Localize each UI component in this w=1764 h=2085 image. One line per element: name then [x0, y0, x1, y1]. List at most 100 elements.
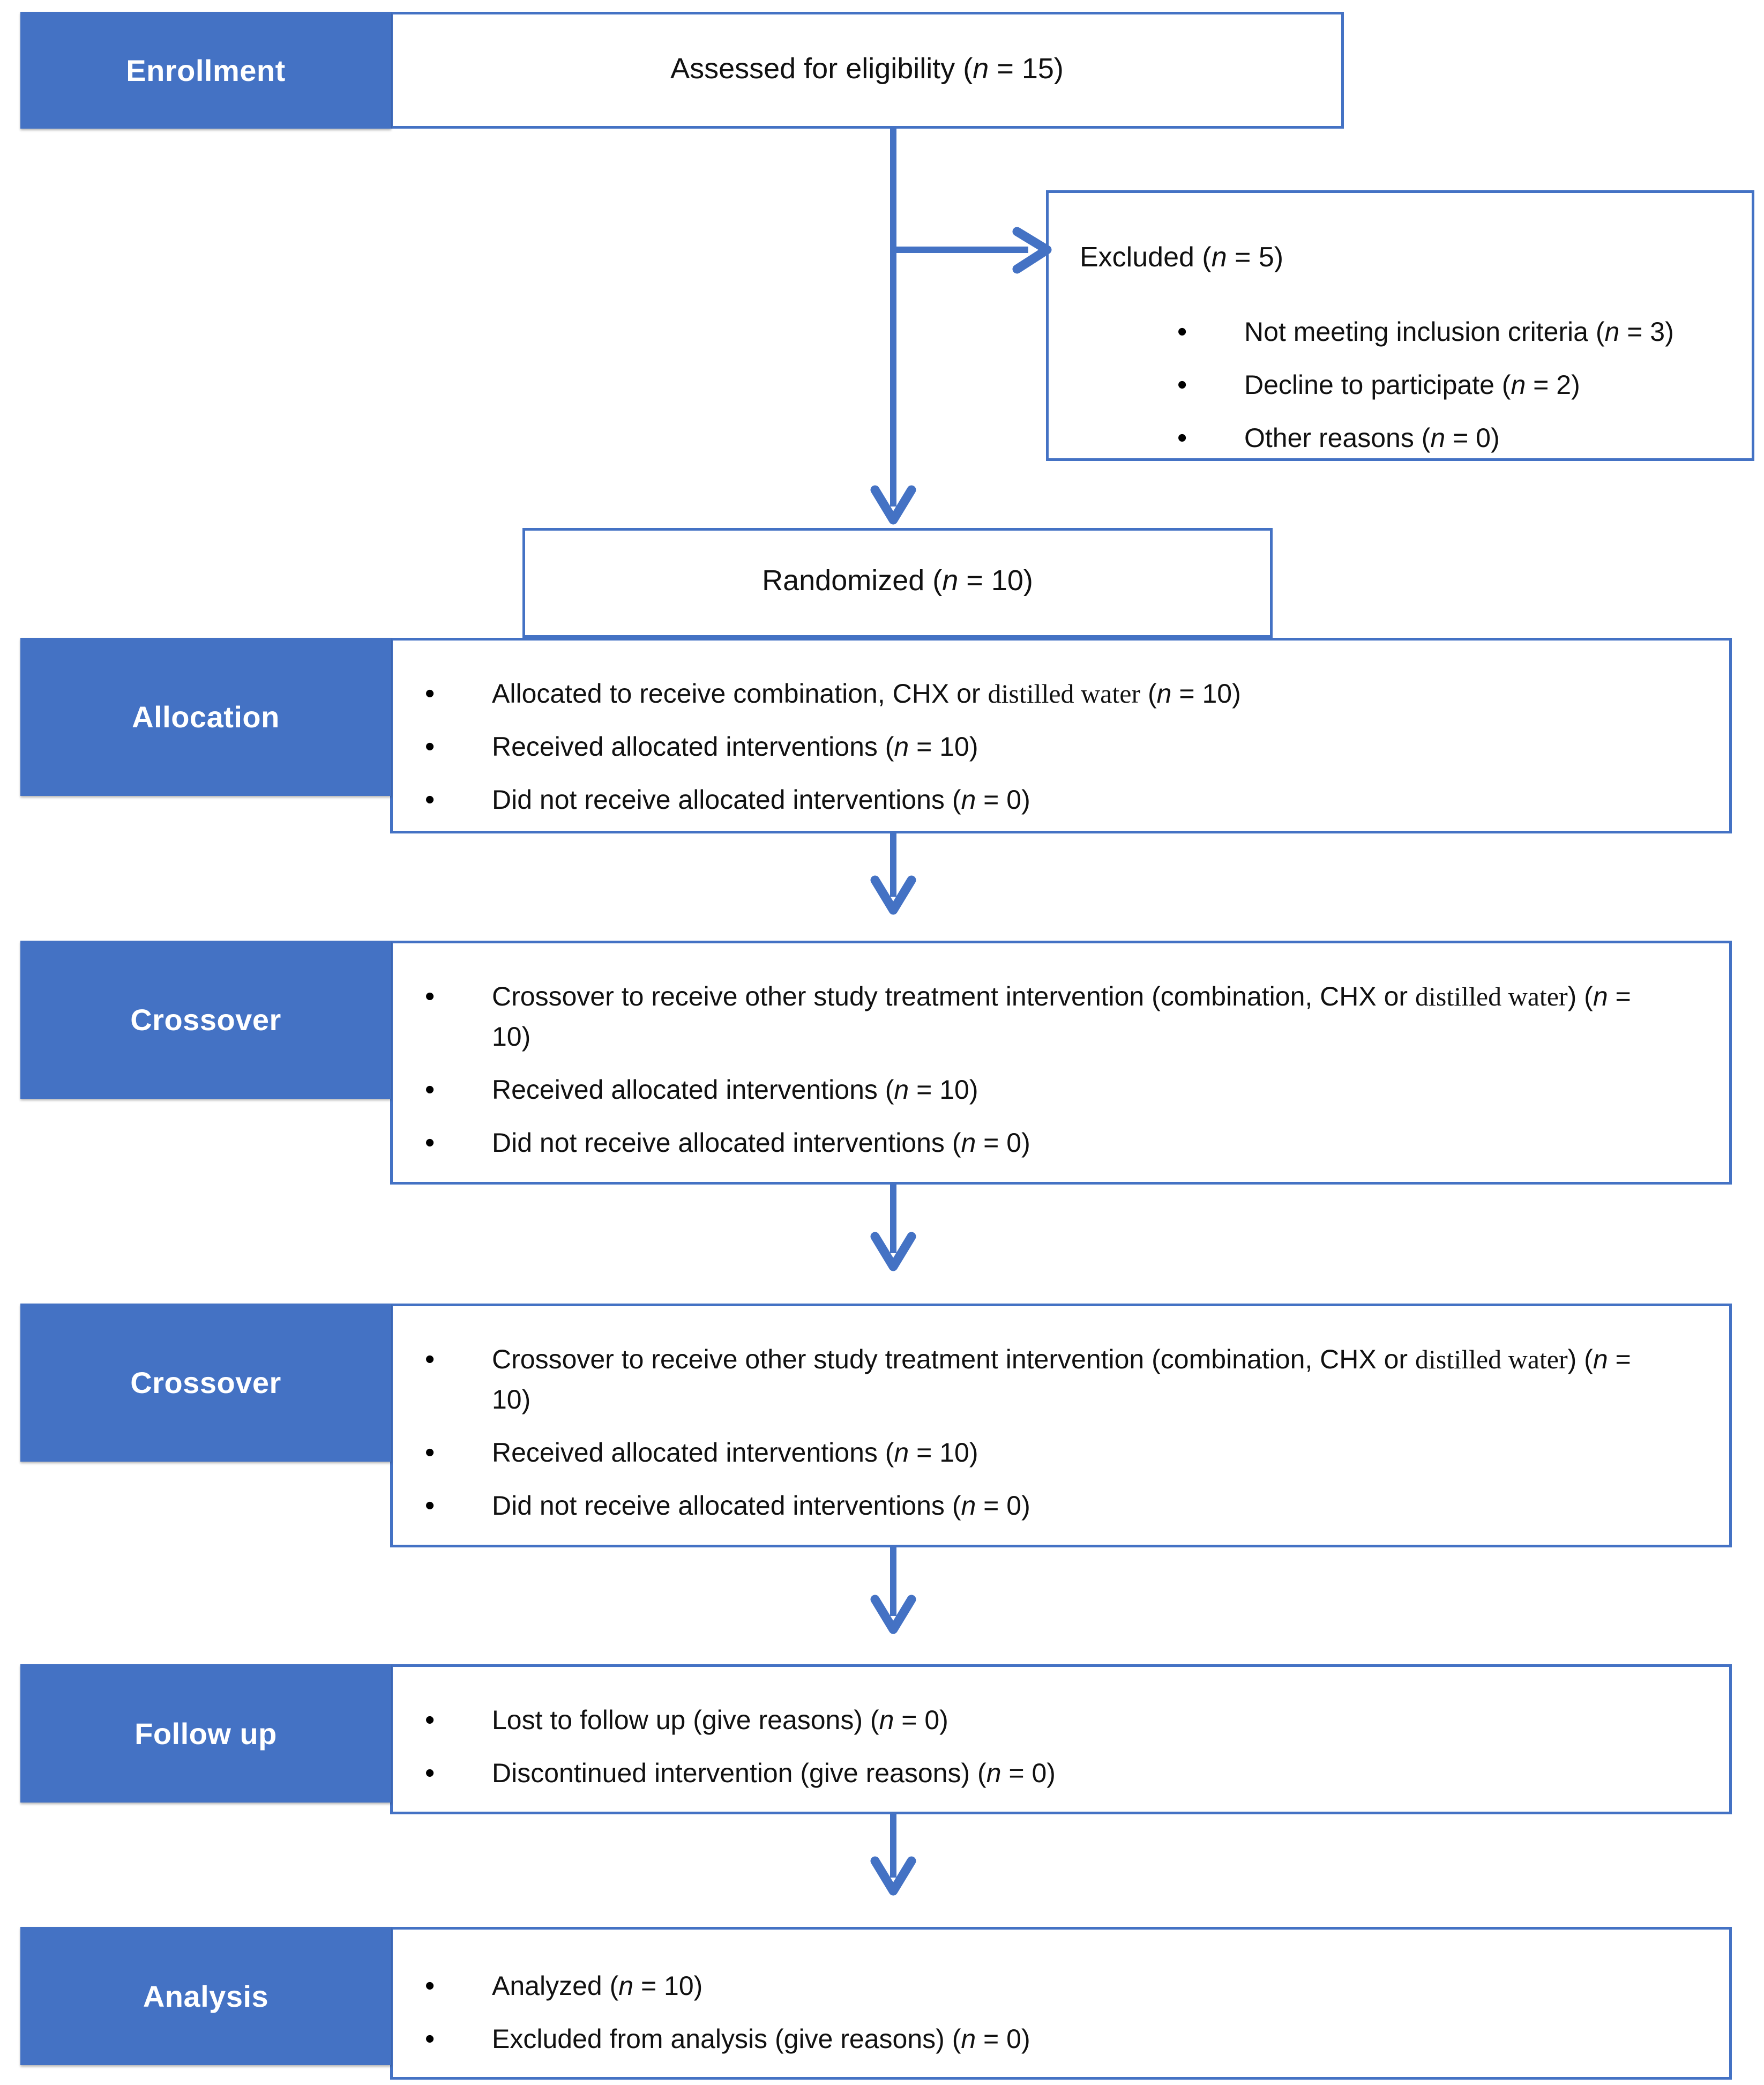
stage-label-follow-up-text: Follow up: [134, 1716, 277, 1751]
connector-followup-to-analysis: [890, 1813, 896, 1878]
follow-up-list: Lost to follow up (give reasons) (n = 0)…: [425, 1699, 1673, 1794]
follow-up-item-tail: = 0): [1001, 1758, 1056, 1788]
crossover-item-tail: = 10): [909, 1438, 978, 1468]
crossover-item-serif-text: distilled water: [1415, 1344, 1568, 1374]
excluded-item-suffix: = 3): [1619, 317, 1674, 347]
allocation-item-text: Allocated to receive combination, CHX or: [492, 679, 988, 709]
crossover-item-tail: = 10): [492, 1344, 1631, 1414]
excluded-item-n-symbol: n: [1511, 370, 1526, 400]
analysis-item-tail: = 10): [633, 1971, 703, 2001]
randomized-n-symbol: n: [942, 564, 959, 597]
list-item: Discontinued intervention (give reasons)…: [425, 1752, 1673, 1794]
excluded-item-n-symbol: n: [1430, 423, 1446, 453]
crossover-item-post: ) (: [1567, 1344, 1593, 1374]
connector-allocation-to-crossover1: [890, 832, 896, 897]
follow-up-item-text: Discontinued intervention (give reasons)…: [492, 1758, 986, 1788]
stage-label-crossover-2-text: Crossover: [130, 1366, 281, 1399]
crossover-item-tail: = 0): [976, 1128, 1030, 1158]
analysis-box: Analyzed (n = 10) Excluded from analysis…: [390, 1927, 1732, 2080]
assessed-suffix: = 15): [989, 53, 1064, 85]
follow-up-item-n-symbol: n: [879, 1705, 894, 1735]
randomized-box: Randomized (n = 10): [522, 528, 1273, 638]
excluded-item-text: Other reasons (: [1244, 423, 1431, 453]
stage-label-analysis: Analysis: [20, 1927, 391, 2065]
connector-crossover2-to-followup: [890, 1546, 896, 1616]
follow-up-item-n-symbol: n: [986, 1758, 1001, 1788]
randomized-prefix: Randomized (: [762, 564, 943, 597]
assessed-n-symbol: n: [973, 53, 989, 85]
crossover-item-text: Crossover to receive other study treatme…: [492, 1344, 1415, 1374]
excluded-item-n-symbol: n: [1604, 317, 1620, 347]
crossover-item-tail: = 10): [909, 1075, 978, 1105]
excluded-heading: Excluded (n = 5): [1080, 241, 1283, 273]
analysis-item-tail: = 0): [976, 2024, 1030, 2054]
list-item: Crossover to receive other study treatme…: [425, 1338, 1673, 1420]
crossover-item-text: Received allocated interventions (: [492, 1438, 894, 1468]
crossover-item-serif-text: distilled water: [1415, 981, 1568, 1011]
excluded-item-text: Not meeting inclusion criteria (: [1244, 317, 1605, 347]
allocation-item-n-symbol: n: [1156, 679, 1172, 709]
analysis-item-n-symbol: n: [961, 2024, 976, 2054]
stage-label-crossover-1-text: Crossover: [130, 1003, 281, 1037]
connector-crossover1-to-crossover2: [890, 1183, 896, 1253]
allocation-item-n-symbol: n: [961, 785, 976, 815]
randomized-text: Randomized (n = 10): [525, 564, 1270, 597]
crossover-item-n-symbol: n: [894, 1438, 909, 1468]
allocation-item-tail: = 10): [909, 732, 978, 762]
excluded-heading-prefix: Excluded (: [1080, 242, 1212, 273]
crossover-item-text: Did not receive allocated interventions …: [492, 1128, 961, 1158]
crossover-item-tail: = 10): [492, 981, 1631, 1052]
list-item: Did not receive allocated interventions …: [425, 1485, 1673, 1526]
crossover-item-n-symbol: n: [961, 1491, 976, 1521]
list-item: Did not receive allocated interventions …: [425, 1122, 1673, 1164]
stage-label-allocation-text: Allocation: [132, 700, 280, 734]
follow-up-item-text: Lost to follow up (give reasons) (: [492, 1705, 879, 1735]
list-item: Other reasons (n = 0): [1177, 417, 1724, 459]
excluded-reason-list: Not meeting inclusion criteria (n = 3) D…: [1177, 311, 1724, 459]
allocation-item-tail: = 0): [976, 785, 1030, 815]
randomized-suffix: = 10): [958, 564, 1033, 597]
crossover-item-tail: = 0): [976, 1491, 1030, 1521]
crossover-2-list: Crossover to receive other study treatme…: [425, 1338, 1673, 1526]
stage-label-analysis-text: Analysis: [143, 1979, 269, 2013]
assessed-for-eligibility-text: Assessed for eligibility (n = 15): [393, 52, 1341, 85]
list-item: Received allocated interventions (n = 10…: [425, 1432, 1673, 1473]
crossover-1-list: Crossover to receive other study treatme…: [425, 976, 1673, 1164]
excluded-heading-n-symbol: n: [1211, 242, 1227, 273]
allocation-list: Allocated to receive combination, CHX or…: [425, 673, 1668, 821]
arrow-right-icon: [1012, 224, 1055, 278]
analysis-item-n-symbol: n: [618, 1971, 634, 2001]
analysis-item-text: Analyzed (: [492, 1971, 619, 2001]
list-item: Decline to participate (n = 2): [1177, 364, 1724, 406]
crossover-1-box: Crossover to receive other study treatme…: [390, 941, 1732, 1185]
list-item: Lost to follow up (give reasons) (n = 0): [425, 1699, 1673, 1741]
connector-enrollment-trunk: [890, 129, 896, 507]
crossover-item-n-symbol: n: [1593, 1344, 1608, 1374]
assessed-prefix: Assessed for eligibility (: [670, 53, 973, 85]
list-item: Did not receive allocated interventions …: [425, 779, 1668, 821]
crossover-item-text: Did not receive allocated interventions …: [492, 1491, 961, 1521]
crossover-item-text: Received allocated interventions (: [492, 1075, 894, 1105]
excluded-item-suffix: = 0): [1445, 423, 1500, 453]
list-item: Crossover to receive other study treatme…: [425, 976, 1673, 1057]
stage-label-allocation: Allocation: [20, 638, 391, 796]
stage-label-follow-up: Follow up: [20, 1664, 391, 1803]
excluded-heading-suffix: = 5): [1227, 242, 1284, 273]
allocation-item-tail: = 10): [1171, 679, 1241, 709]
excluded-item-suffix: = 2): [1526, 370, 1580, 400]
analysis-item-text: Excluded from analysis (give reasons) (: [492, 2024, 961, 2054]
list-item: Analyzed (n = 10): [425, 1965, 1673, 2007]
assessed-for-eligibility-box: Assessed for eligibility (n = 15): [390, 12, 1344, 129]
list-item: Allocated to receive combination, CHX or…: [425, 673, 1668, 714]
allocation-item-serif-text: distilled water: [988, 679, 1141, 709]
crossover-item-n-symbol: n: [1593, 981, 1608, 1011]
list-item: Received allocated interventions (n = 10…: [425, 1069, 1673, 1111]
analysis-list: Analyzed (n = 10) Excluded from analysis…: [425, 1965, 1673, 2060]
follow-up-box: Lost to follow up (give reasons) (n = 0)…: [390, 1664, 1732, 1814]
crossover-item-n-symbol: n: [894, 1075, 909, 1105]
allocation-item-text: Received allocated interventions (: [492, 732, 894, 762]
allocation-box: Allocated to receive combination, CHX or…: [390, 638, 1732, 833]
allocation-item-n-symbol: n: [894, 732, 909, 762]
allocation-item-post: (: [1140, 679, 1157, 709]
